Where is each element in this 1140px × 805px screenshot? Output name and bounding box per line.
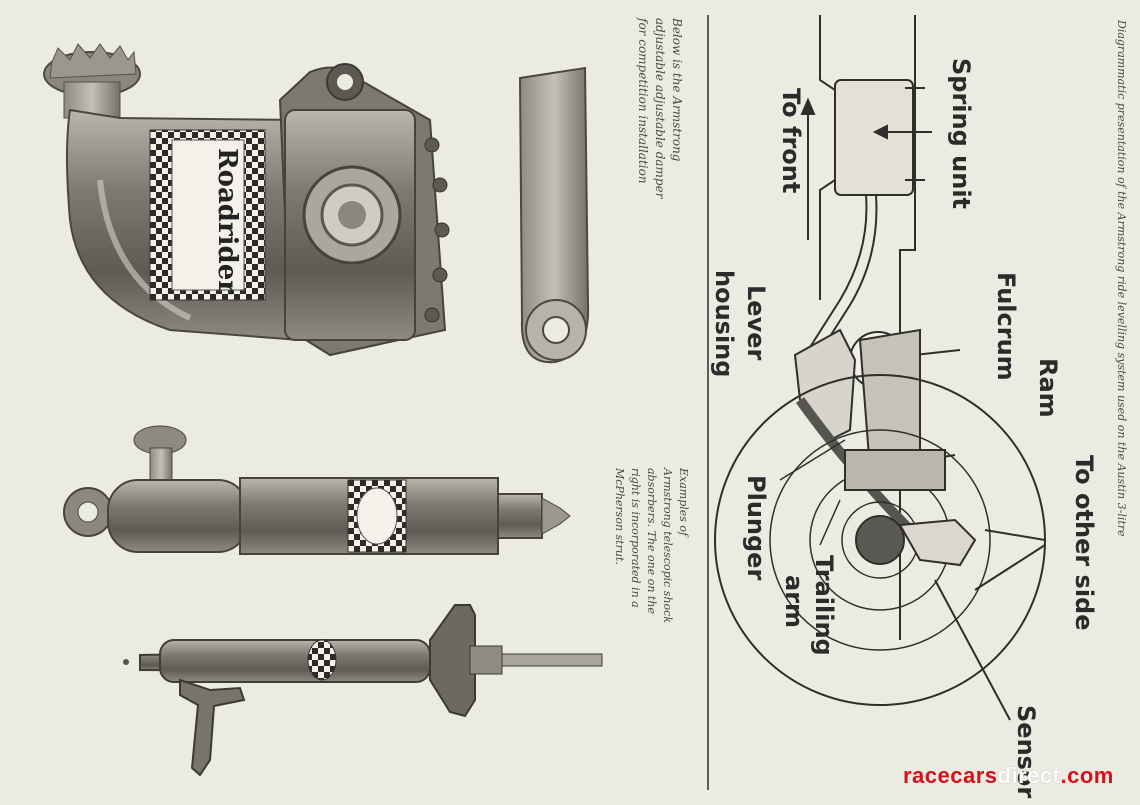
label-housing: housing [710,270,738,378]
watermark-part3: .com [1060,763,1114,788]
caption-telescopic-line5: McPherson strut. [613,468,626,565]
caption-telescopic-line3: absorbers. The one on the [645,468,658,614]
label-arm: arm [780,575,808,629]
watermark-part2: direct [997,763,1061,788]
watermark-part1: racecars [903,763,998,788]
label-to-front: To front [777,88,805,194]
caption-lever-damper-line3: for competition installation [636,18,650,184]
telescopic-damper-photo [63,425,571,555]
label-lever: Lever [742,285,770,361]
caption-telescopic-line4: right is incorporated in a [629,468,642,608]
label-spring-unit: Spring unit [947,58,975,210]
telescopic-filler-cap [133,425,187,485]
lever-damper-photo [43,43,450,357]
site-watermark: racecarsdirect.com [903,763,1114,789]
caption-lever-damper-line1: Below is the Armstrong [670,18,684,162]
diagram-caption: Diagrammatic presentation of the Armstro… [1115,20,1128,537]
label-fulcrum: Fulcrum [992,272,1020,381]
label-plunger: Plunger [742,475,770,581]
damper-lever-arm [518,66,590,364]
caption-telescopic-line1: Examples of [677,468,690,537]
label-to-other-side: To other side [1070,455,1098,631]
label-ram: Ram [1034,358,1062,418]
filler-cap [43,43,141,119]
label-trailing: Trailing [810,555,838,656]
caption-telescopic-line2: Armstrong telescopic shock [661,468,674,623]
caption-lever-damper-line2: adjustable adjustable damper [653,18,667,199]
brand-label-roadrider: Roadrider [212,148,242,294]
mcpherson-strut-photo [123,604,603,777]
levelling-diagram [714,15,1046,721]
